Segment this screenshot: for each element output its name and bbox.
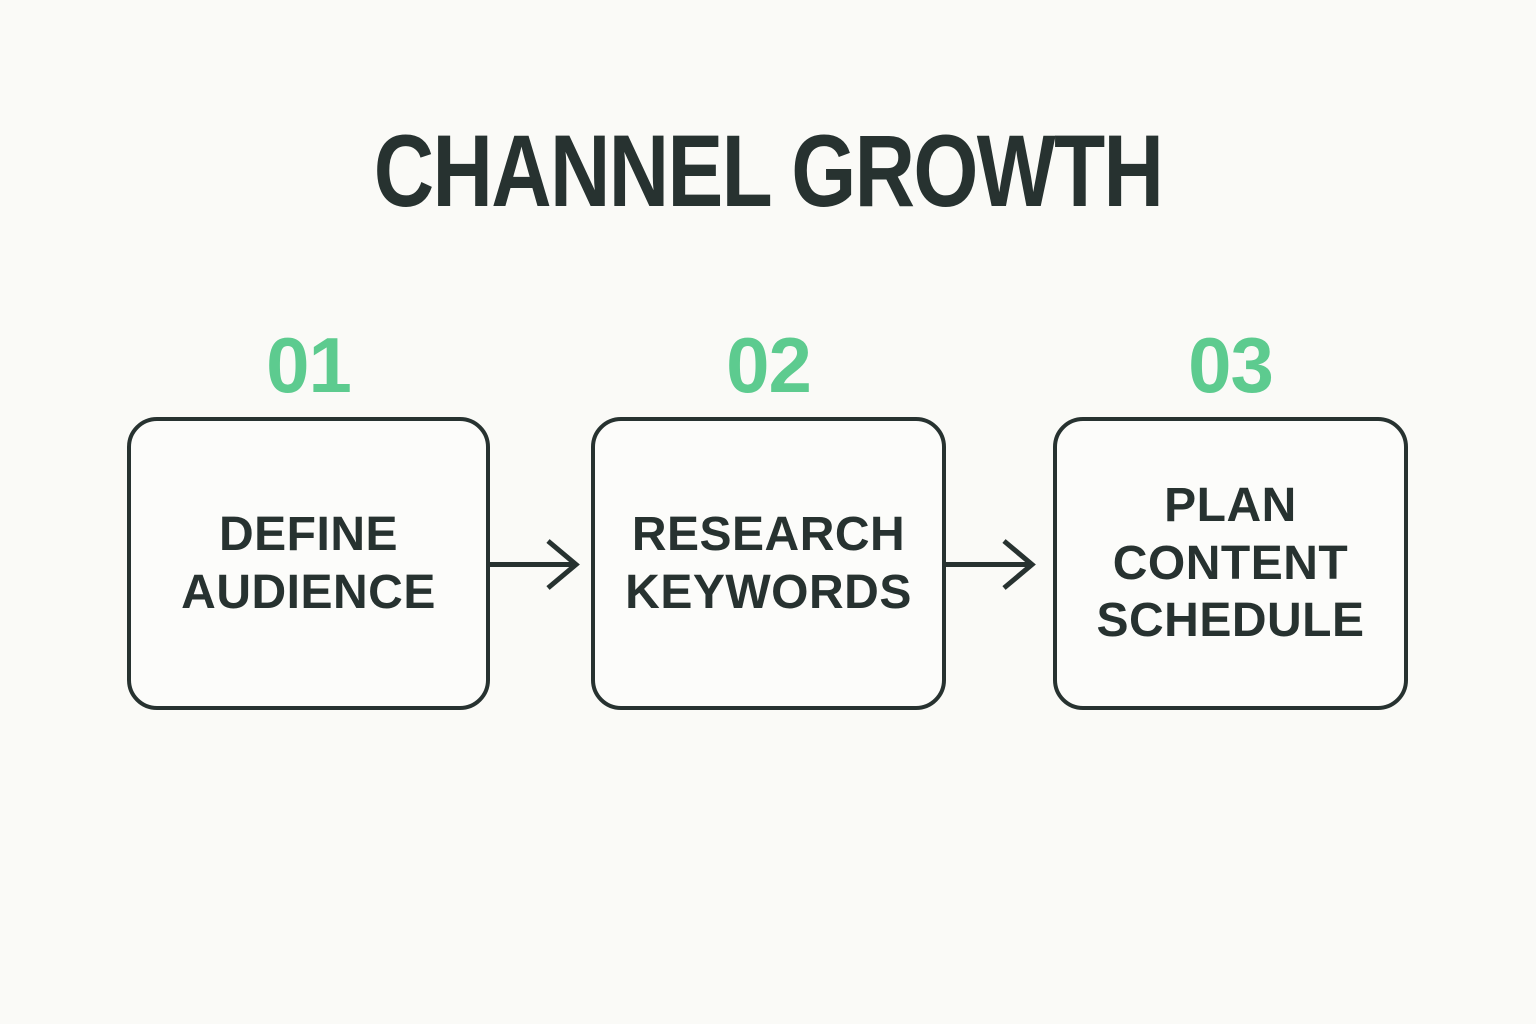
step-number-03: 03 bbox=[1188, 321, 1274, 409]
step-box-research-keywords: RESEARCH KEYWORDS bbox=[591, 417, 946, 710]
right-arrow-icon bbox=[488, 535, 584, 595]
step-number-02: 02 bbox=[726, 321, 812, 409]
step-label: PLAN CONTENT SCHEDULE bbox=[1096, 479, 1365, 648]
step-label: RESEARCH KEYWORDS bbox=[625, 507, 912, 619]
page-title: CHANNEL GROWTH bbox=[373, 114, 1164, 228]
step-box-plan-content-schedule: PLAN CONTENT SCHEDULE bbox=[1053, 417, 1408, 710]
right-arrow-icon bbox=[944, 535, 1040, 595]
step-number-01: 01 bbox=[266, 321, 352, 409]
step-label: DEFINE AUDIENCE bbox=[181, 507, 436, 619]
step-box-define-audience: DEFINE AUDIENCE bbox=[127, 417, 490, 710]
